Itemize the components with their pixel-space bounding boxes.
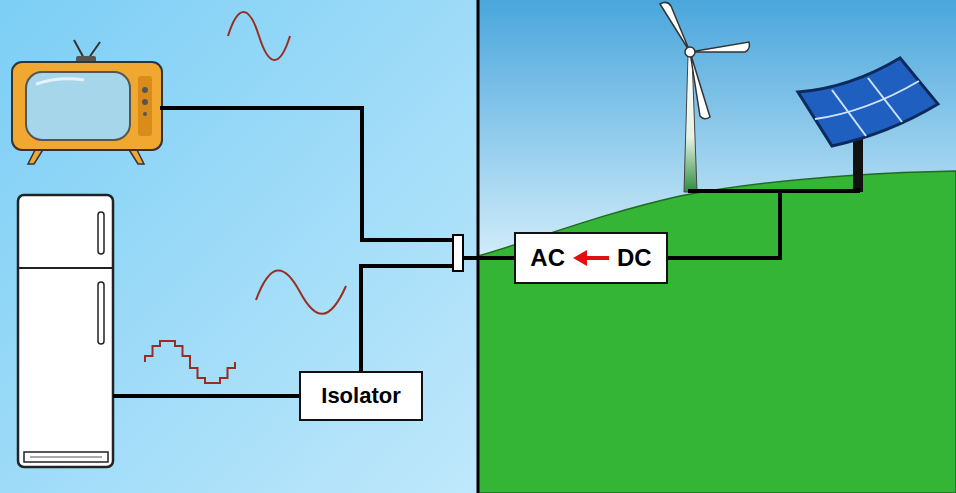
plug-symbol — [453, 235, 463, 271]
signal-waves — [145, 12, 346, 383]
tv-icon — [26, 72, 130, 140]
sky — [478, 0, 956, 493]
tv-icon — [142, 87, 148, 93]
wires — [160, 108, 455, 240]
wind-turbine — [660, 2, 750, 192]
conversion-arrow — [571, 248, 611, 268]
signal-waves — [256, 270, 346, 313]
box-label: Isolator — [321, 383, 400, 409]
wind-turbine — [660, 2, 690, 52]
fridge-icon — [30, 457, 102, 458]
solar-panel — [798, 58, 938, 192]
fridge-icon — [18, 195, 113, 467]
box-label: DC — [617, 244, 652, 272]
fridge-icon — [18, 195, 113, 467]
tv-icon — [12, 62, 162, 150]
wind-turbine — [685, 47, 695, 57]
divider-line — [477, 0, 480, 493]
wires — [688, 188, 858, 191]
arrow-shaft — [585, 256, 609, 260]
wind-turbine — [690, 52, 710, 119]
wind-turbine — [690, 42, 750, 52]
signal-waves — [228, 12, 290, 60]
wires — [113, 108, 858, 396]
converter-box: AC DC — [514, 232, 668, 284]
fridge-icon — [18, 267, 113, 269]
solar-panel — [815, 81, 919, 119]
fridge-icon — [98, 282, 104, 344]
left-background — [0, 0, 478, 493]
fridge-icon — [24, 452, 108, 462]
tv-icon — [138, 76, 152, 136]
tv-icon — [36, 79, 84, 84]
fridge-icon — [98, 212, 104, 254]
solar-panel — [868, 78, 902, 122]
plug-symbol — [453, 235, 463, 271]
tv-icon — [12, 40, 162, 164]
tv-icon — [143, 112, 147, 116]
hill — [478, 171, 956, 493]
stepped-wave — [145, 341, 235, 383]
isolator-box: Isolator — [299, 371, 423, 421]
power-wire — [361, 258, 514, 371]
solar-panel — [832, 90, 866, 136]
arrow-head — [573, 250, 587, 266]
box-label: AC — [530, 244, 565, 272]
tv-icon — [142, 99, 148, 105]
solar-panel — [798, 58, 938, 146]
